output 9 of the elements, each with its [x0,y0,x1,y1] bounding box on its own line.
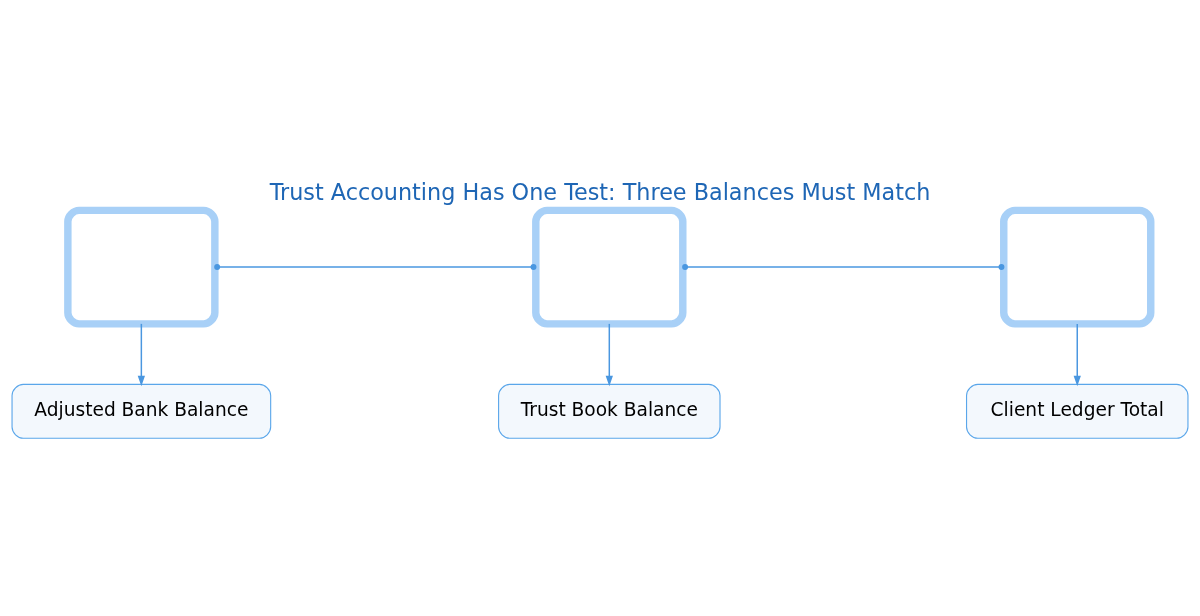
connector [214,263,537,270]
node-box: Trust Book Balance [498,383,721,439]
arrow [137,322,145,386]
arrow [1073,322,1081,386]
arrow [605,322,613,386]
node-box: Client Ledger Total [966,383,1189,439]
diagram-title: Trust Accounting Has One Test: Three Balances Must Match [269,178,931,205]
node-box: Adjusted Bank Balance [11,383,272,439]
connector [682,263,1005,270]
